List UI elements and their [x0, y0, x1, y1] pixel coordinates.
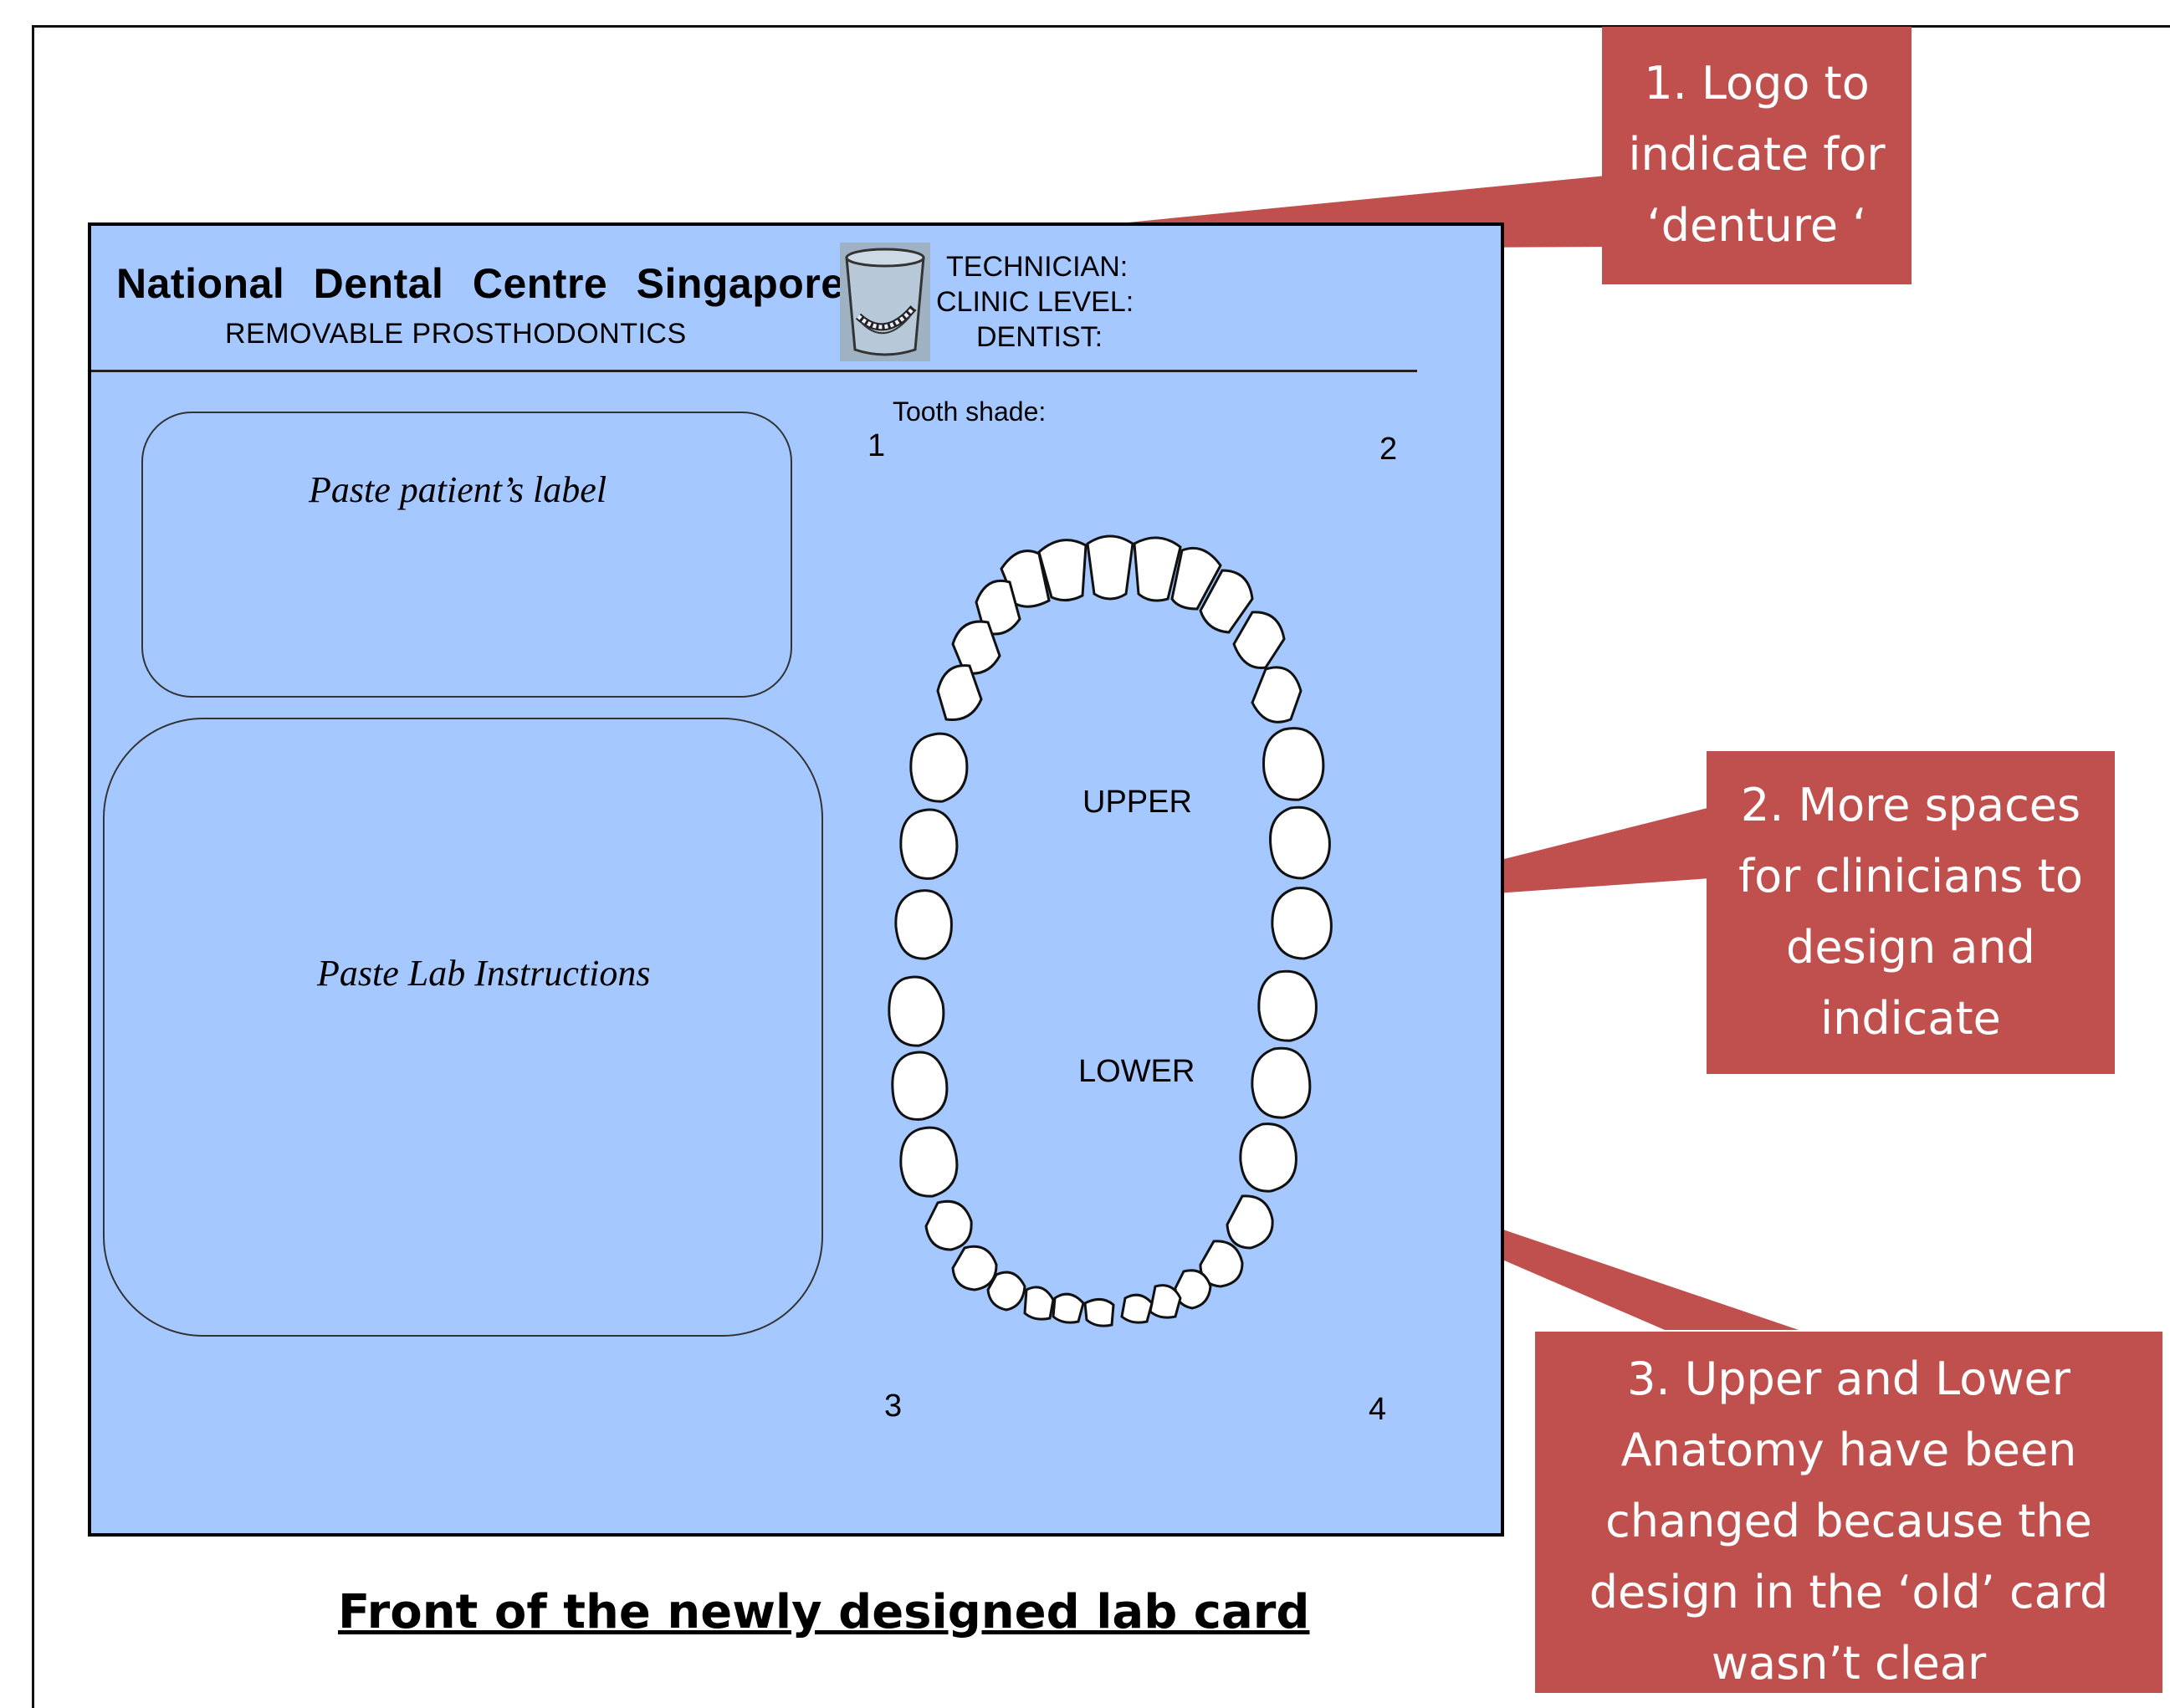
callout-2-line: 2. More spaces [1740, 779, 2081, 831]
upper-tooth [1271, 887, 1333, 960]
lower-tooth [888, 975, 945, 1047]
callout-3-line: 3. Upper and Lower [1627, 1353, 2070, 1405]
lower-tooth [951, 1245, 998, 1291]
callout-1-line: 1. Logo to [1644, 57, 1870, 110]
callout-2-line: design and [1786, 921, 2035, 974]
upper-tooth [909, 732, 969, 803]
clinic-level-field: CLINIC LEVEL: [936, 286, 1134, 318]
figure-caption: Front of the newly designed lab card [338, 1585, 1310, 1639]
callout-3-line: design in the ‘old’ card [1589, 1566, 2109, 1619]
upper-tooth [951, 620, 1001, 675]
upper-arch-label: UPPER [1082, 785, 1192, 820]
upper-tooth [1262, 727, 1325, 801]
upper-tooth [899, 808, 959, 880]
lower-tooth [986, 1271, 1026, 1312]
lower-tooth [1120, 1293, 1154, 1324]
card-subtitle: REMOVABLE PROSTHODONTICS [225, 318, 687, 350]
lab-instructions-box [103, 718, 823, 1337]
dental-arch-chart [888, 534, 1333, 1327]
quadrant-3-label: 3 [884, 1388, 903, 1424]
upper-tooth [1170, 546, 1222, 611]
dentist-field: DENTIST: [976, 321, 1103, 353]
lower-tooth [899, 1126, 959, 1198]
lab-card: National Dental Centre Singapore REMOVAB… [88, 222, 1504, 1537]
upper-tooth [1037, 539, 1088, 601]
lab-instructions-text: Paste Lab Instructions [317, 953, 651, 994]
lower-tooth [1257, 969, 1318, 1042]
callout-1: 1. Logo to indicate for ‘denture ‘ [1602, 27, 1912, 284]
header-divider [91, 370, 1417, 372]
patient-label-text: Paste patient’s label [309, 469, 607, 510]
denture-in-cup-icon [840, 243, 930, 361]
upper-tooth [894, 889, 953, 960]
figure-border [32, 25, 2170, 1708]
lower-tooth [1239, 1122, 1297, 1193]
upper-tooth [1269, 805, 1331, 880]
upper-tooth [1133, 536, 1182, 602]
quadrant-4-label: 4 [1369, 1392, 1387, 1427]
quadrant-1-label: 1 [867, 428, 886, 463]
patient-label-box [141, 412, 792, 698]
lower-tooth [1149, 1284, 1182, 1319]
upper-tooth [1232, 611, 1286, 669]
tooth-shade-label: Tooth shade: [893, 396, 1047, 427]
quadrant-2-label: 2 [1379, 432, 1398, 467]
upper-tooth [1086, 534, 1134, 601]
upper-tooth [1199, 569, 1254, 634]
technician-field: TECHNICIAN: [946, 251, 1129, 283]
card-title: National Dental Centre Singapore [116, 260, 845, 307]
lower-tooth [1226, 1194, 1274, 1250]
upper-tooth [1251, 666, 1303, 724]
lower-arch [888, 969, 1318, 1327]
lower-tooth [1023, 1286, 1055, 1321]
callout-2-line: indicate [1820, 992, 2001, 1045]
callout-3-line: changed because the [1605, 1495, 2092, 1547]
callout-2: 2. More spaces for clinicians to design … [1707, 751, 2115, 1074]
lower-arch-label: LOWER [1078, 1054, 1195, 1089]
callout-3-line: wasn’t clear [1711, 1637, 1987, 1690]
callout-2-line: for clinicians to [1738, 850, 2083, 903]
lower-tooth [1174, 1269, 1212, 1310]
lower-tooth [924, 1199, 973, 1251]
callout-3-line: Anatomy have been [1620, 1424, 2077, 1476]
callout-1-line: ‘denture ‘ [1646, 199, 1867, 252]
upper-arch [894, 534, 1333, 960]
callout-3: 3. Upper and Lower Anatomy have been cha… [1535, 1332, 2162, 1693]
lower-tooth [1251, 1046, 1312, 1119]
callout-1-line: indicate for [1628, 128, 1886, 181]
upper-tooth [936, 664, 983, 721]
lower-tooth [1052, 1292, 1085, 1324]
lower-tooth [891, 1051, 949, 1121]
lower-tooth [1083, 1298, 1115, 1327]
